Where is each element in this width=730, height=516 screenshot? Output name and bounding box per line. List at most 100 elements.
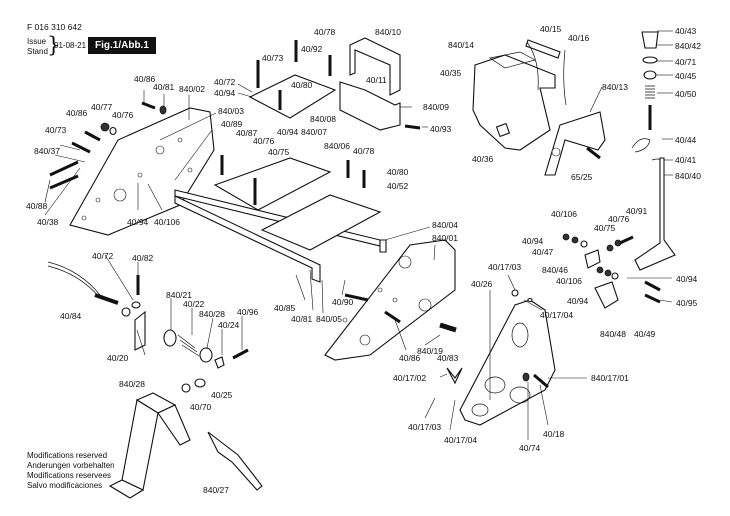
part-label: 40/72 <box>214 77 236 87</box>
side-plate-840-01 <box>324 239 456 361</box>
part-label: 40/87 <box>236 128 258 138</box>
issue-label: Issue Stand <box>27 37 48 56</box>
part-label: 40/11 <box>366 75 387 85</box>
part-label: 840/14 <box>448 40 474 50</box>
part-label: 840/28 <box>119 379 145 389</box>
part-label: 840/48 <box>600 329 626 339</box>
part-label: 840/19 <box>417 346 443 356</box>
part-label: 40/106 <box>551 209 577 219</box>
part-label: 40/22 <box>183 299 205 309</box>
part-label: 40/96 <box>237 307 259 317</box>
part-label: 40/71 <box>675 57 697 67</box>
part-label: 40/50 <box>675 89 697 99</box>
part-label: 840/17/01 <box>591 373 629 383</box>
part-label: 840/04 <box>432 220 458 230</box>
bracket-840-13 <box>544 111 606 176</box>
part-label: 40/94 <box>277 127 299 137</box>
top-plates <box>213 40 382 251</box>
part-label: 40/84 <box>60 311 82 321</box>
part-label: 40/88 <box>26 201 48 211</box>
cable-assembly <box>47 261 249 393</box>
part-label: 840/01 <box>432 233 458 243</box>
part-label: 840/10 <box>375 27 401 37</box>
covers <box>339 37 421 131</box>
part-label: 40/81 <box>291 314 313 324</box>
part-label: 40/49 <box>634 329 656 339</box>
part-label: 40/82 <box>132 253 154 263</box>
part-label: 840/40 <box>675 171 701 181</box>
part-label: 40/81 <box>153 82 175 92</box>
part-label: 40/15 <box>540 24 562 34</box>
bolts-left <box>49 101 167 190</box>
part-label: 40/36 <box>472 154 494 164</box>
part-label: 40/94 <box>214 88 236 98</box>
part-label: 40/73 <box>262 53 284 63</box>
part-label: 40/95 <box>676 298 698 308</box>
issue-date: 01-08-21 <box>54 41 87 50</box>
part-label: 840/03 <box>218 106 244 116</box>
part-label: 40/26 <box>471 279 493 289</box>
part-label: 40/94 <box>676 274 698 284</box>
part-label: 840/46 <box>542 265 568 275</box>
part-label: 840/13 <box>602 82 628 92</box>
modifications-line: Anderungen vorbehalten <box>27 461 115 470</box>
part-label: 40/76 <box>112 110 134 120</box>
part-label: 40/86 <box>66 108 88 118</box>
part-label: 40/94 <box>127 217 149 227</box>
part-label: 40/72 <box>92 251 114 261</box>
part-label: 40/85 <box>274 303 296 313</box>
leader-lines <box>44 30 673 440</box>
part-label: 40/86 <box>134 74 156 84</box>
part-label: 40/25 <box>211 390 233 400</box>
part-label: 40/83 <box>437 353 459 363</box>
part-label: 840/02 <box>179 84 205 94</box>
part-label: 40/18 <box>543 429 565 439</box>
part-label: 65/25 <box>571 172 593 182</box>
part-label: 40/94 <box>567 296 589 306</box>
issue-label-en: Issue <box>27 37 47 46</box>
part-label: 840/09 <box>423 102 449 112</box>
part-label: 40/73 <box>45 125 67 135</box>
part-label: 40/76 <box>608 214 630 224</box>
modifications-line: Modifications reservees <box>27 471 112 480</box>
lever-parts <box>562 233 661 309</box>
strip-840-27 <box>207 431 263 491</box>
part-label: 40/38 <box>37 217 59 227</box>
part-label: 840/07 <box>301 127 327 137</box>
part-label: 840/42 <box>675 41 701 51</box>
part-label: 40/89 <box>221 119 243 129</box>
part-label: 40/47 <box>532 247 554 257</box>
issue-label-de: Stand <box>27 46 48 56</box>
part-label: 40/78 <box>314 27 336 37</box>
part-label: 40/106 <box>556 276 582 286</box>
part-label: 40/70 <box>190 402 212 412</box>
part-label: 40/106 <box>154 217 180 227</box>
part-label: 40/16 <box>568 33 590 43</box>
part-label: 40/45 <box>675 71 697 81</box>
part-label: 40/93 <box>430 124 452 134</box>
part-label: 40/17/02 <box>393 373 427 383</box>
part-label: 840/21 <box>166 290 192 300</box>
part-label: 840/28 <box>199 309 225 319</box>
part-label: 40/90 <box>332 297 354 307</box>
part-label: 40/76 <box>253 136 275 146</box>
part-label: 840/37 <box>34 146 60 156</box>
gear-cover-40-26 <box>439 289 556 426</box>
part-label: 840/05 <box>316 314 342 324</box>
document-code: F 016 310 642 <box>27 22 82 32</box>
modifications-notice: Modifications reserved Anderungen vorbeh… <box>27 451 115 491</box>
figure-label: Fig.1/Abb.1 <box>88 37 156 54</box>
part-label: 40/94 <box>522 236 544 246</box>
part-label: 840/08 <box>310 114 336 124</box>
part-label: 40/17/04 <box>444 435 478 445</box>
modifications-line: Modifications reserved <box>27 451 108 460</box>
bracket-840-28 <box>108 392 191 499</box>
part-label: 840/27 <box>203 485 229 495</box>
part-label: 40/20 <box>107 353 129 363</box>
part-label: 40/86 <box>399 353 421 363</box>
part-label: 40/35 <box>440 68 462 78</box>
modifications-line: Salvo modificaciones <box>27 481 103 490</box>
part-label: 40/52 <box>387 181 409 191</box>
part-label: 40/91 <box>626 206 648 216</box>
